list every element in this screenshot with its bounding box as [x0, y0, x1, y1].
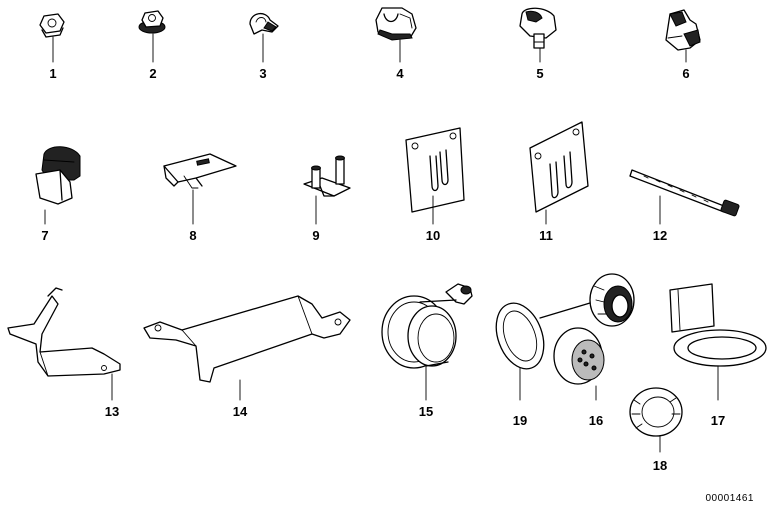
part-11-slotted-plate	[529, 121, 589, 213]
part-6-spring-clip	[665, 9, 701, 51]
part-label-1: 1	[49, 66, 56, 81]
part-label-16: 16	[589, 413, 603, 428]
part-13-angled-bracket	[7, 287, 121, 377]
part-3-cable-clip	[249, 13, 279, 35]
part-label-15: 15	[419, 404, 433, 419]
part-19-gasket-ring	[495, 299, 601, 370]
part-label-3: 3	[259, 66, 266, 81]
part-7-bracket-clip	[35, 146, 81, 205]
part-2-flange-nut	[138, 10, 166, 34]
part-label-11: 11	[539, 228, 553, 243]
part-label-14: 14	[233, 404, 248, 419]
part-12-cable-tie	[629, 169, 740, 217]
part-14-long-bracket	[143, 295, 351, 383]
part-label-19: 19	[513, 413, 527, 428]
part-1-hex-nut	[39, 13, 65, 38]
part-8-bent-plate	[163, 153, 237, 189]
part-label-12: 12	[653, 228, 667, 243]
part-4-double-cable-holder	[375, 7, 417, 41]
reference-number: 00001461	[705, 493, 754, 504]
part-label-4: 4	[396, 66, 404, 81]
part-label-6: 6	[682, 66, 689, 81]
part-10-slotted-plate	[405, 127, 465, 213]
part-15-rubber-boot	[381, 283, 473, 369]
part-label-2: 2	[149, 66, 156, 81]
part-label-13: 13	[105, 404, 119, 419]
part-label-8: 8	[189, 228, 196, 243]
part-9-double-pin-bracket	[303, 155, 351, 197]
part-18-locking-ring	[629, 387, 683, 437]
part-label-9: 9	[312, 228, 319, 243]
part-16-round-connector	[553, 273, 635, 385]
part-label-5: 5	[536, 66, 543, 81]
part-label-7: 7	[41, 228, 48, 243]
part-label-18: 18	[653, 458, 667, 473]
part-label-10: 10	[426, 228, 440, 243]
part-label-17: 17	[711, 413, 725, 428]
part-5-clip-with-pin	[519, 7, 557, 49]
part-17-holder-ring	[669, 283, 767, 367]
